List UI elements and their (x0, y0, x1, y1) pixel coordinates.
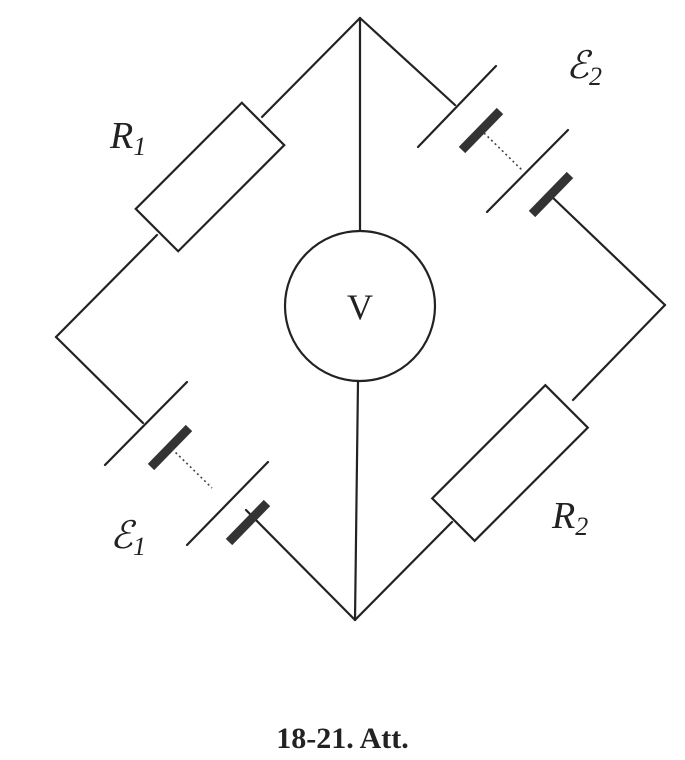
voltmeter-label: V (347, 287, 373, 327)
label-emf2-sub: 2 (589, 62, 602, 91)
wire-right-to-emf2 (548, 193, 667, 307)
emf1-cell-link (171, 448, 213, 489)
emf1-cell2-long-plate (185, 460, 270, 547)
wire-r1-to-left (54, 233, 159, 339)
figure-caption: 18-21. Att. (276, 722, 409, 755)
emf1-cell1-short-plate (147, 424, 193, 471)
emf2-cell1-long-plate (416, 64, 498, 149)
label-emf2-main: ℰ (566, 45, 593, 87)
emf2-cell2-short-plate (528, 171, 574, 218)
voltmeter (283, 229, 437, 383)
label-emf1-sub: 1 (133, 532, 146, 561)
wires (54, 16, 667, 622)
emf1-cell2-short-plate (225, 499, 271, 546)
label-r1-main: R (109, 115, 133, 157)
label-r2-sub: 2 (575, 512, 588, 541)
emf2-cell1-short-plate (458, 107, 504, 154)
label-r1: R1 (109, 115, 146, 161)
wire-left-to-emf1 (54, 335, 145, 425)
wire-emf1-to-bottom (244, 508, 357, 622)
wire-voltmeter-to-bottom (353, 379, 360, 622)
label-r2-main: R (551, 495, 575, 537)
label-r1-sub: 1 (133, 132, 146, 161)
label-emf2: ℰ2 (566, 45, 602, 91)
resistor-r1 (134, 101, 286, 253)
resistor-r2 (430, 383, 590, 543)
wire-bottom-to-r2 (353, 520, 454, 622)
emf2-cell-link (483, 132, 523, 171)
battery-emf1 (103, 380, 271, 547)
label-emf1-main: ℰ (110, 515, 137, 557)
emf2-cell2-long-plate (485, 128, 570, 214)
wire-r2-to-right (571, 303, 667, 402)
wire-emf2-to-top (358, 16, 457, 107)
label-emf1: ℰ1 (110, 515, 146, 561)
battery-emf2 (416, 64, 574, 218)
wire-top-to-r1 (260, 16, 362, 119)
emf1-cell1-long-plate (103, 380, 189, 467)
label-r2: R2 (551, 495, 588, 541)
